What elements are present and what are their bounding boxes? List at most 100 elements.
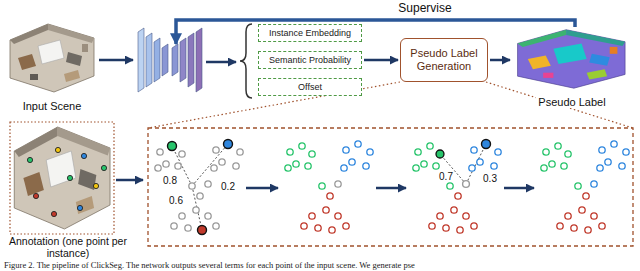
input-scene-image	[10, 24, 48, 44]
point-cluster	[171, 207, 219, 233]
pseudo-label-image	[528, 56, 551, 70]
flow-arrow	[116, 179, 143, 182]
network-symbol	[162, 44, 168, 76]
annotation-image	[76, 196, 94, 214]
network-symbol	[154, 38, 160, 82]
annotation-points	[27, 147, 106, 216]
point-cluster	[155, 140, 243, 235]
annotation-points	[27, 157, 32, 162]
similarity-score: 0.6	[168, 195, 184, 206]
input-scene-image	[30, 74, 38, 80]
flow-arrow	[376, 187, 406, 190]
output-term-box: Instance Embedding	[258, 24, 362, 42]
node-text: Instance Embedding	[269, 28, 351, 38]
pseudo-label-image	[553, 43, 586, 64]
flow-arrow	[206, 61, 236, 64]
annotation-points	[93, 183, 98, 188]
network-symbol	[196, 28, 202, 92]
point-cluster	[341, 141, 373, 171]
point-cluster	[436, 150, 444, 158]
similarity-score: 0.2	[220, 181, 236, 192]
point-cluster	[198, 226, 207, 235]
similarity-score: 0.8	[162, 175, 178, 186]
point-cluster	[591, 181, 597, 187]
point-cluster	[327, 193, 333, 199]
pseudo-label-image	[543, 73, 553, 78]
flow-arrow	[490, 59, 510, 62]
pseudo-label-image	[587, 69, 607, 79]
pseudo-label-image	[610, 47, 618, 54]
point-cluster	[541, 141, 629, 233]
input-scene-image	[10, 24, 94, 92]
detail-panel	[148, 128, 633, 246]
zoom-line	[486, 82, 633, 128]
image-label-block: Pseudo Label	[512, 26, 632, 108]
annotation-points	[81, 153, 86, 158]
annotation-points	[51, 211, 56, 216]
annotation-points	[67, 175, 72, 180]
point-cluster	[597, 141, 629, 171]
pseudo-label-image	[518, 30, 626, 88]
node-text: Semantic Probability	[269, 55, 351, 65]
annotation-image	[23, 172, 44, 196]
annotation-points	[101, 165, 106, 170]
flow-arrow	[364, 59, 398, 62]
network-symbol	[180, 38, 186, 82]
network-symbol	[138, 28, 144, 92]
point-cluster	[583, 193, 589, 199]
point-cluster	[482, 140, 491, 149]
input-scene-image	[10, 24, 94, 92]
point-cluster	[447, 183, 453, 189]
node-text: Pseudo Label	[536, 96, 607, 108]
input-scene-image	[18, 54, 36, 70]
node-text: Offset	[298, 82, 322, 92]
node-text: Pseudo Label Generation	[407, 47, 481, 73]
supervise-arrow	[176, 20, 575, 44]
node-text: Annotation (one point per instance)	[4, 235, 132, 259]
loop-label: Supervise	[397, 2, 452, 15]
point-cluster	[557, 207, 605, 233]
point-cluster	[319, 183, 325, 189]
image-label-block: Annotation (one point per instance)	[4, 122, 132, 259]
pseudo-label-image	[518, 30, 567, 47]
output-term-box: Offset	[258, 78, 362, 96]
network-symbol	[188, 33, 194, 87]
annotation-points	[55, 147, 60, 152]
point-cluster	[168, 142, 177, 151]
annotation-points	[33, 193, 38, 198]
input-scene-image	[66, 52, 82, 66]
network-symbol	[146, 33, 152, 87]
figure-caption: Figure 2. The pipeline of ClickSeg. The …	[4, 260, 415, 270]
network-symbol	[172, 44, 178, 76]
flow-arrow	[99, 59, 133, 62]
annotation-image	[46, 151, 76, 187]
annotation-image	[14, 127, 57, 157]
point-cluster	[301, 207, 349, 233]
point-cluster	[463, 181, 470, 188]
output-term-box: Semantic Probability	[258, 51, 362, 69]
point-cluster	[335, 181, 341, 187]
network-symbol	[138, 28, 202, 92]
annotation-image	[58, 127, 110, 156]
point-cluster	[205, 181, 211, 187]
pseudo-label-image	[518, 30, 626, 88]
input-scene-image	[82, 44, 88, 52]
similarity-score: 0.7	[438, 171, 454, 182]
input-scene-image	[48, 24, 94, 43]
pseudo-label-image	[589, 54, 609, 66]
point-cluster	[455, 193, 461, 199]
point-cluster	[189, 183, 195, 189]
process-box: Pseudo Label Generation	[400, 38, 488, 82]
point-cluster	[413, 143, 443, 171]
curly-brace	[240, 24, 252, 98]
point-cluster	[285, 143, 315, 171]
point-cluster	[224, 140, 233, 149]
input-scene-image	[64, 70, 80, 82]
pseudo-label-image	[566, 30, 625, 46]
annotation-image	[14, 127, 110, 229]
image-label-block: Input Scene	[4, 20, 100, 112]
node-text: Input Scene	[21, 100, 84, 112]
input-scene-image	[38, 40, 64, 64]
point-cluster	[541, 143, 571, 171]
